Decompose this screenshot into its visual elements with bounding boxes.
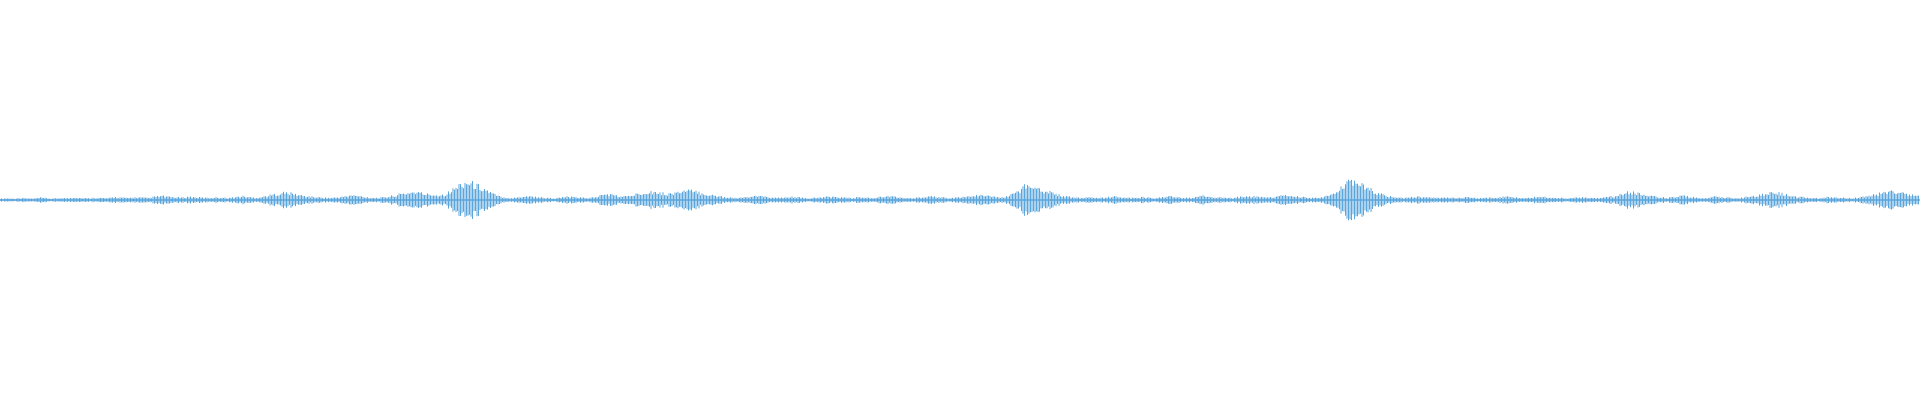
waveform-bars	[0, 179, 1919, 221]
